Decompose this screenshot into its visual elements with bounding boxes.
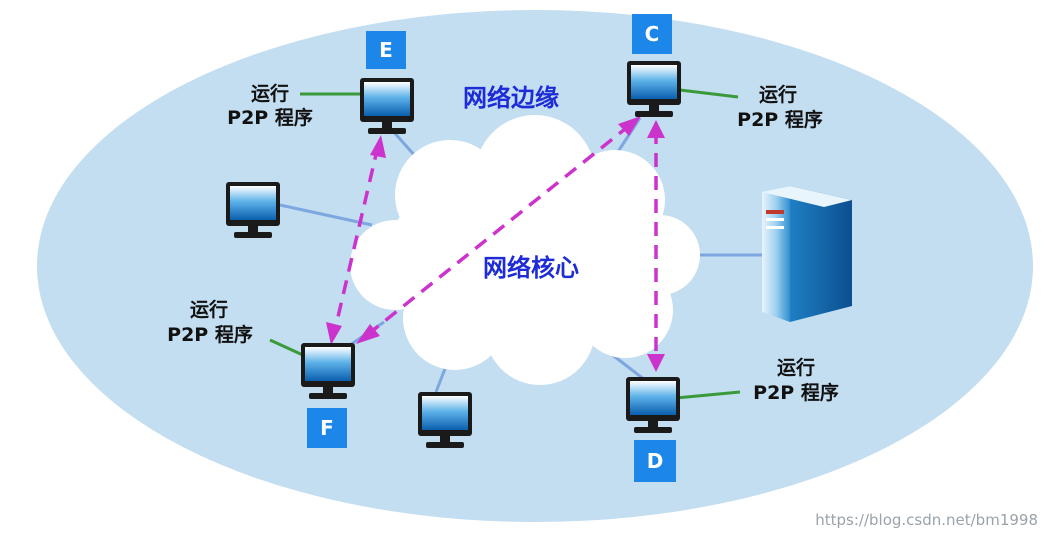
peer-c-label-line1: 运行 xyxy=(759,83,797,106)
p2p-arrow-e-f xyxy=(332,145,380,335)
badge-f: F xyxy=(307,408,347,448)
badge-d-text: D xyxy=(647,449,664,473)
badge-e: E xyxy=(366,31,406,69)
arrowhead-f-from-c xyxy=(356,324,380,344)
badge-e-text: E xyxy=(379,38,393,62)
peer-e-label-line2: P2P 程序 xyxy=(227,106,313,129)
peer-c-label-line2: P2P 程序 xyxy=(737,108,823,131)
peer-e-label-line1: 运行 xyxy=(251,82,289,105)
badge-d: D xyxy=(634,440,676,482)
p2p-arrow-c-f xyxy=(364,123,632,338)
network-core-cloud xyxy=(350,115,700,385)
network-edge-label: 网络边缘 xyxy=(463,84,559,112)
peer-f-label-line2: P2P 程序 xyxy=(167,323,253,346)
connector-d xyxy=(675,390,741,400)
label-connectors xyxy=(269,88,741,400)
badge-f-text: F xyxy=(320,416,334,440)
arrowhead-f-from-e xyxy=(326,322,342,345)
arrowhead-d xyxy=(647,354,665,372)
arrowhead-c xyxy=(618,116,641,136)
badge-c: C xyxy=(632,14,672,54)
badge-c-text: C xyxy=(645,22,660,46)
peer-d-label-line2: P2P 程序 xyxy=(753,381,839,404)
connector-c xyxy=(679,88,739,99)
arrowhead-e xyxy=(370,135,386,158)
arrowhead-c-top xyxy=(647,120,665,138)
p2p-arrows xyxy=(332,123,658,362)
p2p-arrowheads xyxy=(326,116,665,372)
server-icon[interactable] xyxy=(762,186,852,322)
peer-d-label-line1: 运行 xyxy=(777,356,815,379)
peer-f-label-line1: 运行 xyxy=(190,298,228,321)
network-core-label: 网络核心 xyxy=(483,254,579,282)
watermark: https://blog.csdn.net/bm1998 xyxy=(815,511,1038,529)
connector-f xyxy=(269,338,306,358)
link-left-host xyxy=(279,203,373,227)
